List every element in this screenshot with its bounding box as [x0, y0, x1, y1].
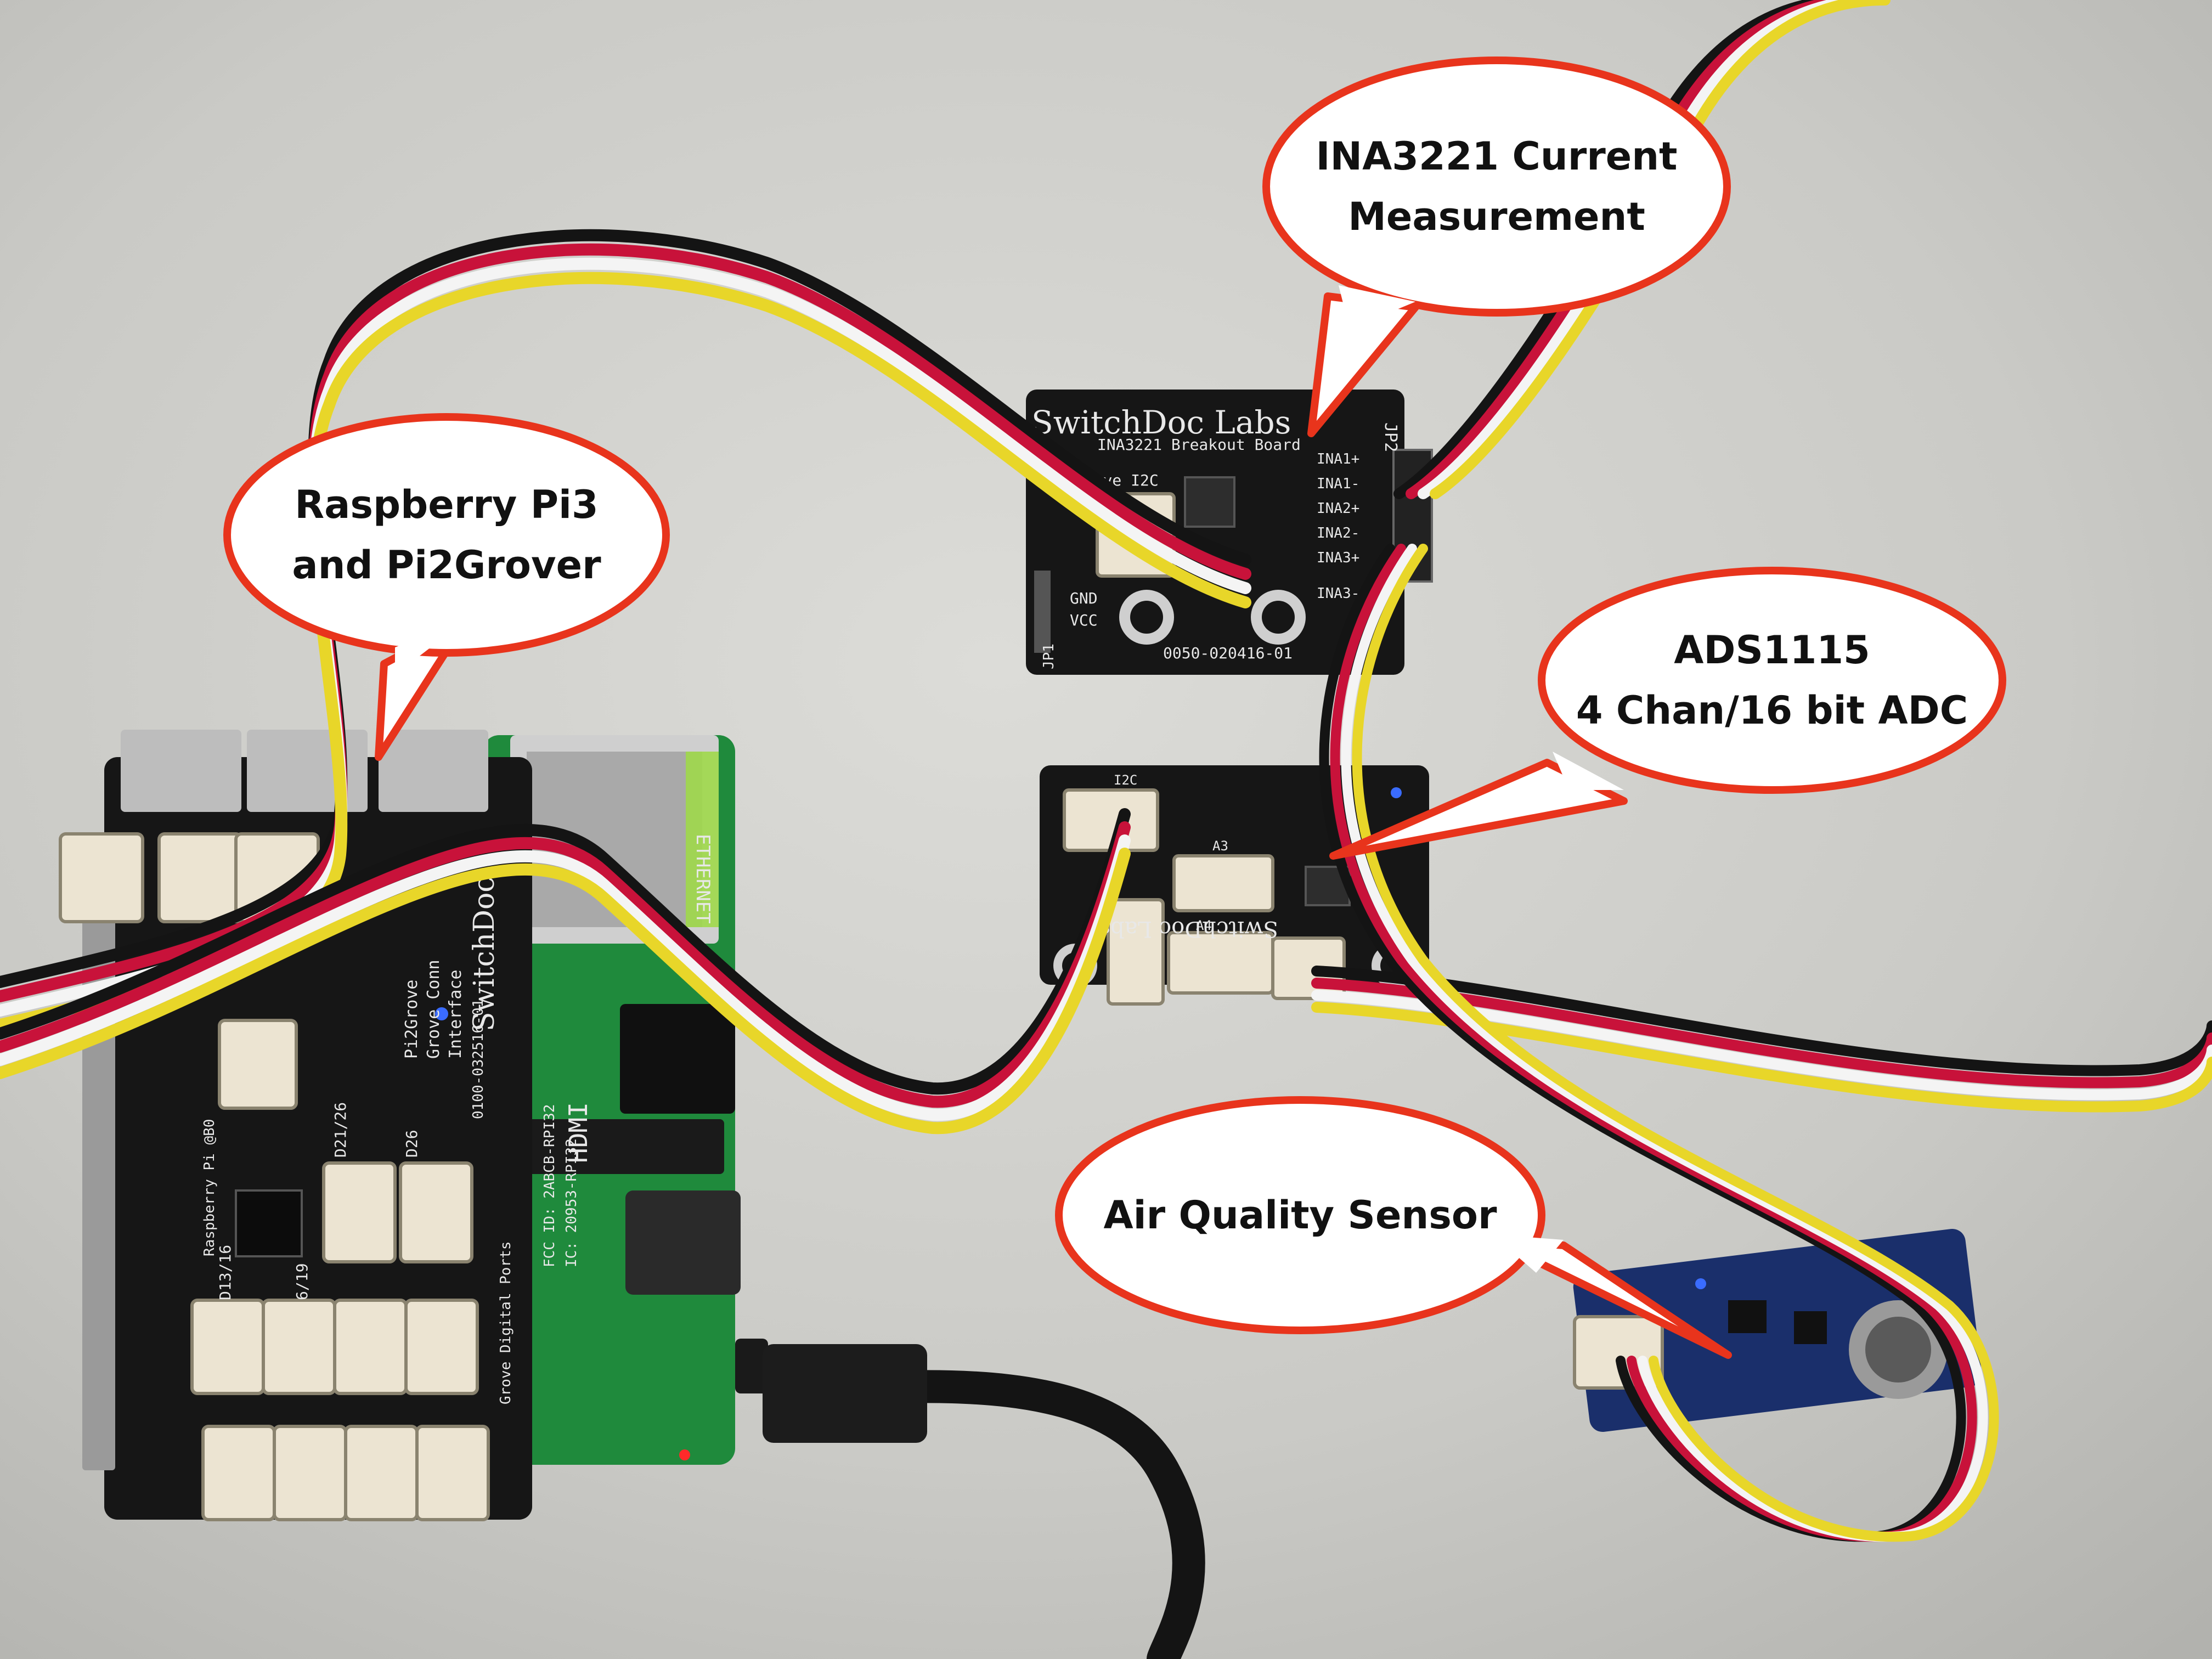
- hdmi-label: HDMI: [563, 1102, 593, 1163]
- ina-pin-4: INA2-: [1317, 525, 1359, 541]
- ina-pin-5: INA3+: [1317, 550, 1359, 566]
- power-led: [679, 1449, 690, 1460]
- ina-part-label: 0050-020416-01: [1163, 644, 1293, 662]
- callout-ina: [1262, 57, 1731, 437]
- ads-a4-label: A4: [1196, 918, 1212, 933]
- grove-ports-label: Grove Digital Ports: [498, 1242, 514, 1404]
- ina-pin-2: INA1-: [1317, 476, 1359, 492]
- ina-jp2-label: JP2: [1381, 422, 1400, 452]
- ina-gnd-label: GND: [1070, 589, 1098, 607]
- callout-pi-text: Raspberry Pi3 and Pi2Grover: [282, 475, 611, 595]
- ads-brand-label: SwitchDoc Labs: [1099, 916, 1278, 941]
- pi-title-label: Pi2Grove: [402, 980, 421, 1059]
- status-led: [435, 1007, 448, 1020]
- d26-label: D26: [403, 1130, 421, 1158]
- ina-vcc-label: VCC: [1070, 611, 1098, 629]
- ads-a3-label: A3: [1212, 838, 1228, 854]
- callout-air: [1055, 1096, 1732, 1359]
- raspberry-pi-board: ETHERNET HDMI FCC ID: 2ABCB-RPI32 IC: 20…: [483, 735, 768, 1465]
- ina-pin-3: INA2+: [1317, 500, 1359, 517]
- callout-air-text: Air Quality Sensor: [1081, 1185, 1520, 1245]
- callout-ina-text: INA3221 Current Measurement: [1305, 126, 1689, 247]
- ina-title-label: INA3221 Breakout Board: [1097, 436, 1301, 454]
- cable-pi-to-ina: [0, 229, 1251, 1031]
- callout-pi: [223, 413, 670, 761]
- grove-cables: [0, 0, 2212, 1542]
- callout-ads-line2: 4 Chan/16 bit ADC: [1576, 688, 1968, 733]
- d6-label: 6/19: [293, 1263, 311, 1300]
- pi-part-label: 0100-032516-01: [470, 999, 487, 1119]
- pi-sub-label: Grove Conn: [424, 960, 443, 1059]
- pi-sub2-label: Interface: [446, 969, 465, 1059]
- ina-pin-1: INA1+: [1317, 451, 1359, 467]
- callout-ads: [1329, 567, 2006, 860]
- ina-brand-label: SwitchDoc Labs: [1031, 404, 1291, 441]
- ina-pin-6: INA3-: [1317, 585, 1359, 602]
- cable-pi-to-ads: [0, 808, 1131, 1135]
- callout-ina-line2: Measurement: [1348, 194, 1645, 239]
- callout-air-line1: Air Quality Sensor: [1103, 1193, 1497, 1238]
- usb-plug: [763, 1344, 927, 1443]
- rpi-model-label: Raspberry Pi @B0: [201, 1119, 218, 1256]
- fcc-label: FCC ID: 2ABCB-RPI32: [541, 1104, 558, 1267]
- ethernet-label: ETHERNET: [692, 834, 714, 924]
- pi-brand-label: SwitchDoc: [468, 877, 501, 1031]
- ic-label: IC: 20953-RPI32: [563, 1138, 580, 1267]
- ads-i2c-label: I2C: [1114, 772, 1137, 788]
- ina-jp1-label: JP1: [1041, 644, 1057, 669]
- cable-ads-to-sensor: [1319, 544, 1999, 1542]
- callout-pi-line1: Raspberry Pi3: [295, 482, 599, 527]
- callout-pi-line2: and Pi2Grover: [292, 543, 601, 588]
- d13-label: D13/16: [216, 1245, 234, 1300]
- d21-label: D21/26: [331, 1102, 349, 1158]
- callout-ads-text: ADS1115 4 Chan/16 bit ADC: [1553, 620, 1991, 741]
- callout-ads-line1: ADS1115: [1674, 628, 1870, 673]
- callout-ina-line1: INA3221 Current: [1316, 134, 1678, 179]
